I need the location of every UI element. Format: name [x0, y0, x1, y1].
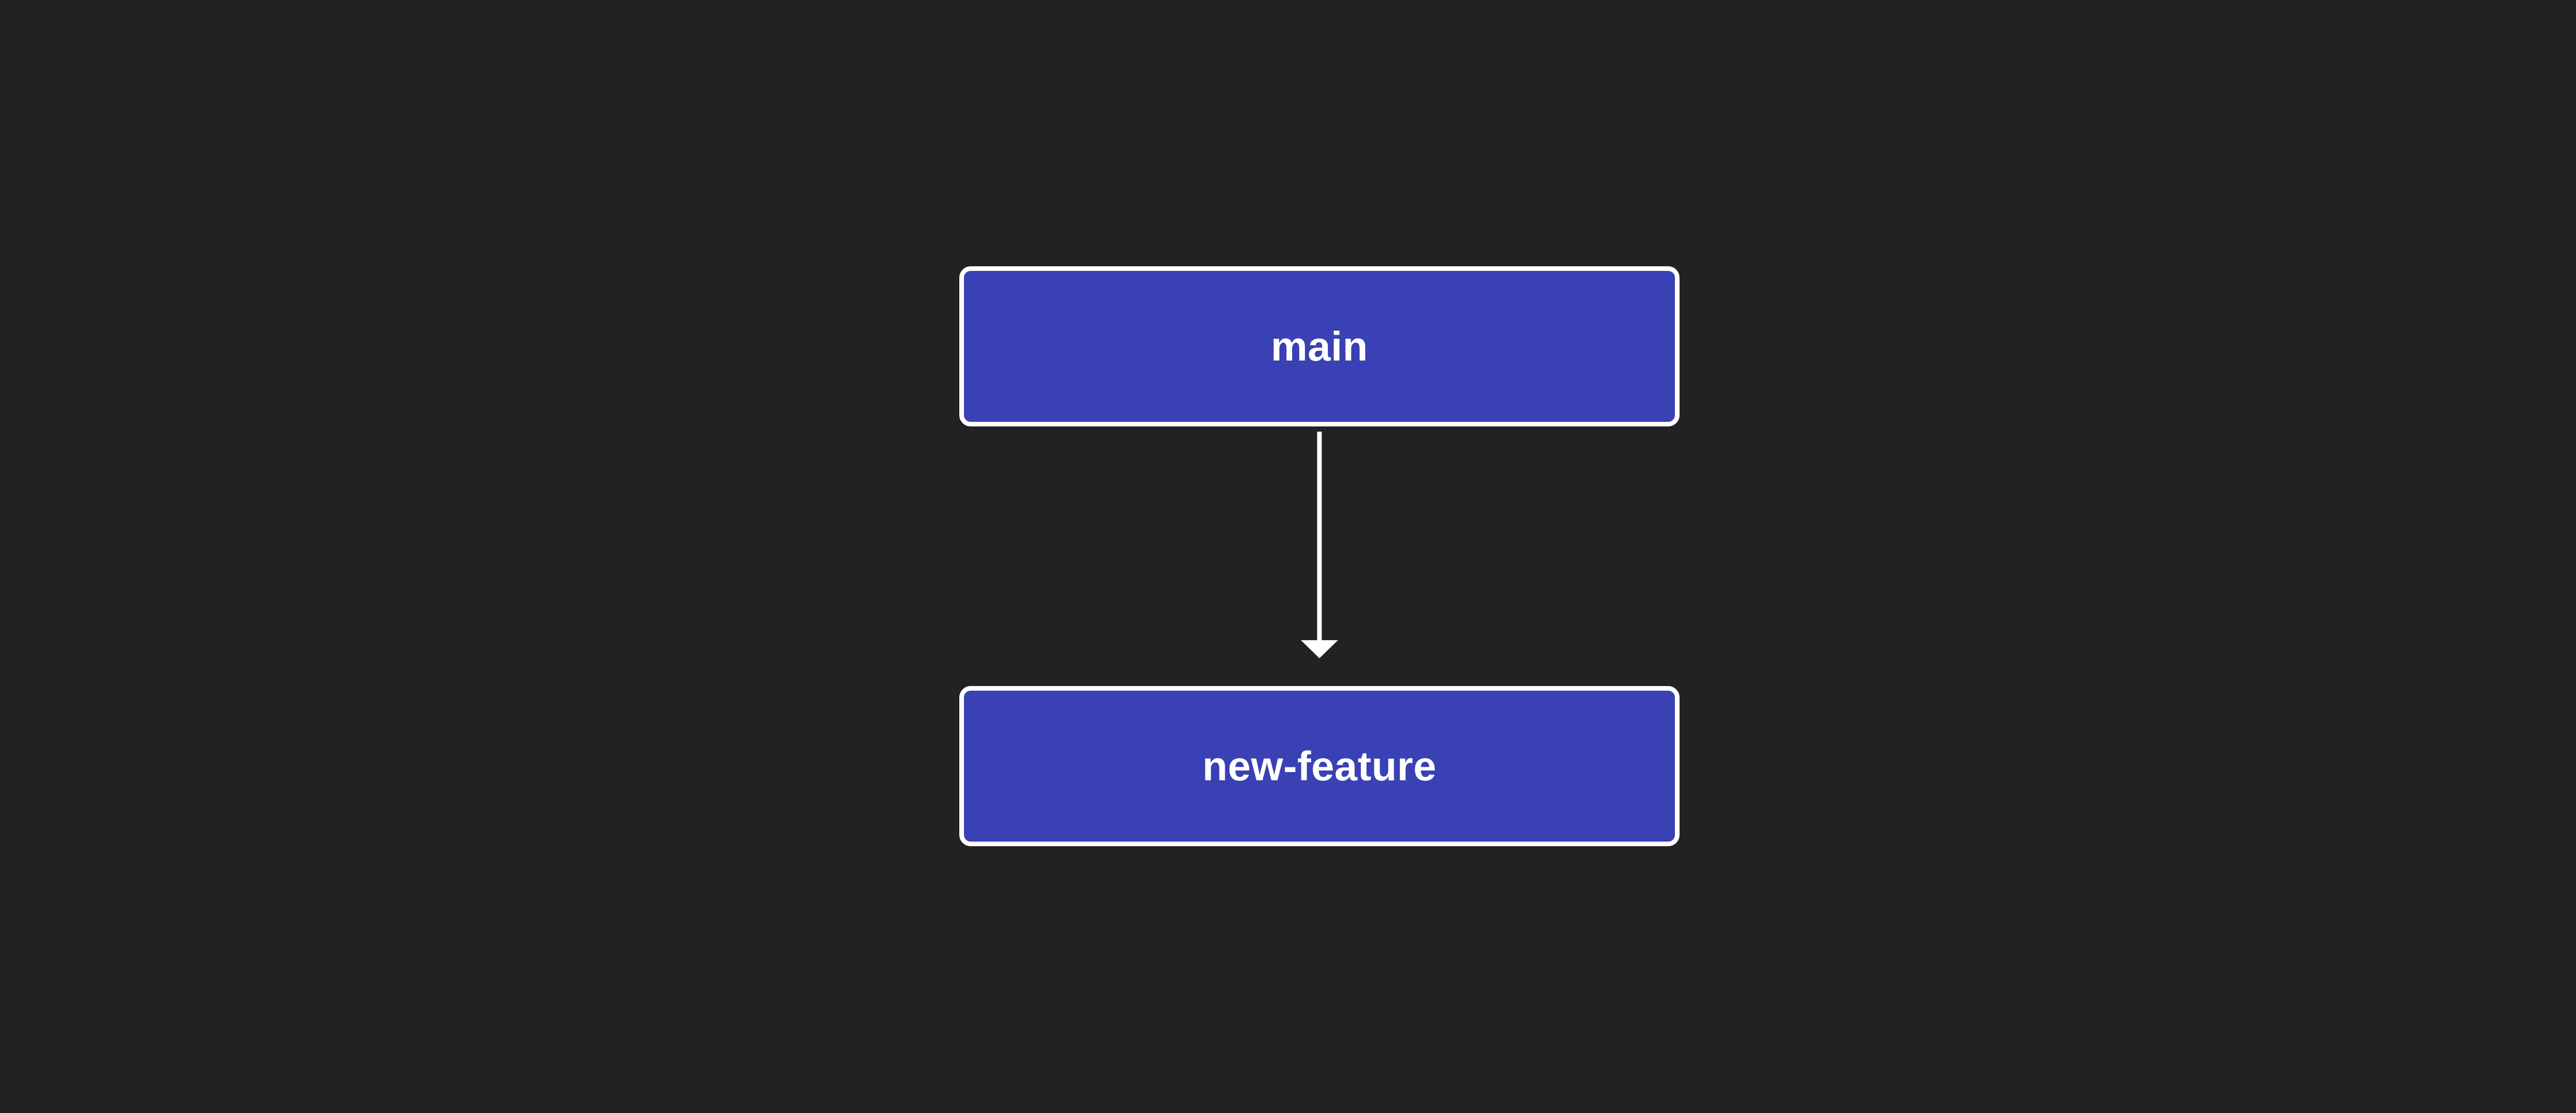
node-main[interactable]: main: [959, 266, 1680, 426]
node-new-feature[interactable]: new-feature: [959, 686, 1680, 846]
node-new-feature-label: new-feature: [1202, 743, 1437, 789]
arrowhead-icon: [1301, 640, 1338, 658]
edge-main-to-new-feature: [1301, 432, 1338, 658]
node-main-label: main: [1270, 323, 1368, 369]
